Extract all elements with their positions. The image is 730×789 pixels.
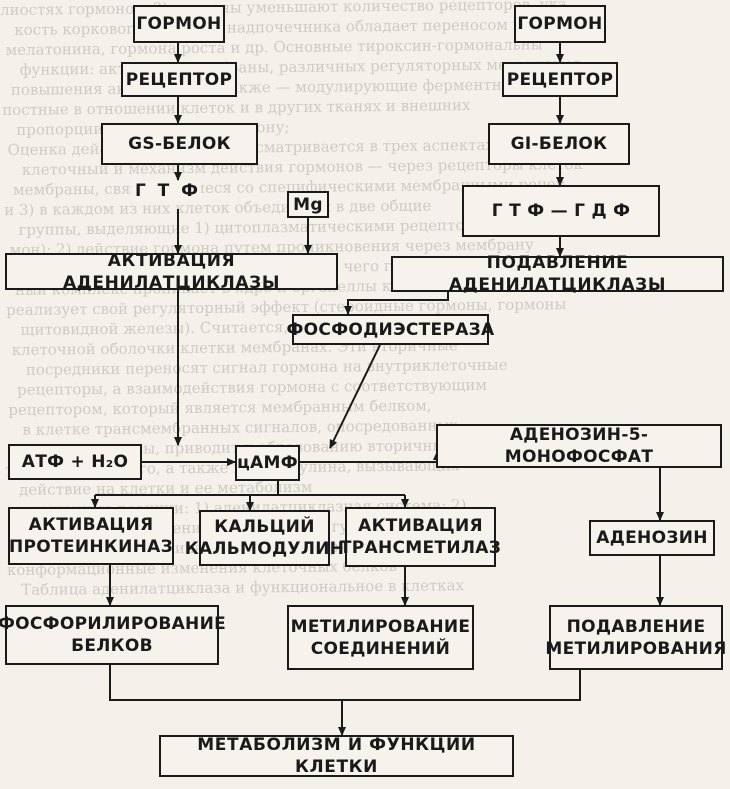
compound-methylation-box: МЕТИЛИРОВАНИЕ СОЕДИНЕНИЙ <box>287 605 474 670</box>
mg-box: Mg <box>287 191 329 218</box>
suppression-adenylate-cyclase-box: ПОДАВЛЕНИЕ АДЕНИЛАТЦИКЛАЗЫ <box>391 253 724 295</box>
calcium-calmodulin-box: КАЛЬЦИЙ КАЛЬМОДУЛИН <box>185 510 344 566</box>
protein-kinase-activation-box: АКТИВАЦИЯ ПРОТЕИНКИНАЗ <box>8 507 174 565</box>
hormone-left-box: ГОРМОН <box>133 5 225 43</box>
adenosine-5-monophosphate-box: АДЕНОЗИН-5-МОНОФОСФАТ <box>436 424 722 468</box>
receptor-right-box: РЕЦЕПТОР <box>502 62 618 97</box>
activation-adenylate-cyclase-box: АКТИВАЦИЯ АДЕНИЛАТЦИКЛАЗЫ <box>5 251 338 293</box>
arrow-suppression-pde <box>344 292 449 315</box>
transmethylase-activation-box: АКТИВАЦИЯ ТРАНСМЕТИЛАЗ <box>340 507 501 567</box>
hormone-right-box: ГОРМОН <box>514 5 606 43</box>
metabolism-box: МЕТАБОЛИЗМ И ФУНКЦИИ КЛЕТКИ <box>159 735 514 777</box>
camp-box: цАМФ <box>235 445 300 481</box>
methylation-suppression-box: ПОДАВЛЕНИЕ МЕТИЛИРОВАНИЯ <box>545 605 726 670</box>
arrow-pde-camp <box>329 344 381 449</box>
phosphodiesterase-box: ФОСФОДИЭСТЕРАЗА <box>287 314 494 345</box>
protein-phosphorylation-box: ФОСФОРИЛИРОВАНИЕ БЕЛКОВ <box>0 605 226 665</box>
adenosine-box: АДЕНОЗИН <box>589 520 715 556</box>
gs-protein-box: GS-БЕЛОК <box>101 123 258 165</box>
atp-h2o-box: АТФ + H₂O <box>8 444 142 480</box>
gtp-left-label: Г Т Ф <box>132 181 201 201</box>
receptor-left-box: РЕЦЕПТОР <box>121 62 237 97</box>
arrow-camp-amp <box>300 451 441 463</box>
gi-protein-box: GI-БЕЛОК <box>488 123 630 165</box>
gtp-gdp-box: Г Т Ф — Г Д Ф <box>462 185 660 237</box>
